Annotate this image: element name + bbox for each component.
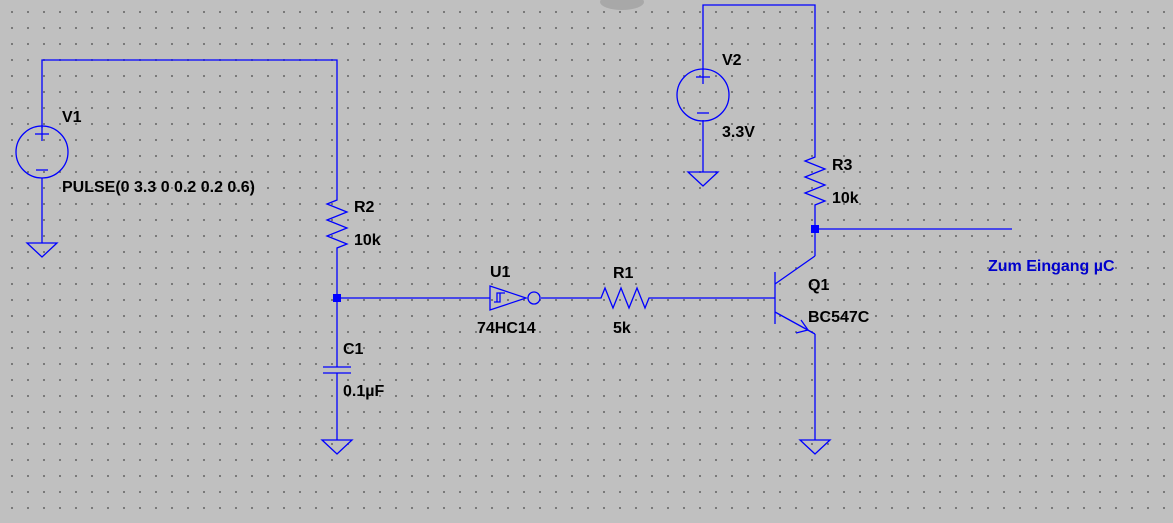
r2-name[interactable]: R2 xyxy=(354,199,375,216)
inversion-bubble-icon xyxy=(527,291,541,305)
resistor-r3[interactable] xyxy=(803,152,827,208)
r1-value[interactable]: 5k xyxy=(613,320,631,337)
cursor-shadow xyxy=(600,0,644,10)
schmitt-trigger-icon xyxy=(494,292,505,303)
net-label-output[interactable]: Zum Eingang µC xyxy=(988,258,1115,275)
wires xyxy=(41,4,1012,440)
wire-v1-r2[interactable] xyxy=(41,59,338,195)
collector-lead xyxy=(774,255,816,285)
transistor-q1[interactable] xyxy=(774,248,816,340)
ground-icon xyxy=(320,439,354,455)
capacitor-c1[interactable] xyxy=(323,366,351,374)
source-circle-icon xyxy=(15,125,69,179)
junction-collector-node xyxy=(811,225,819,233)
junction-rc-node xyxy=(333,294,341,302)
source-circle-icon xyxy=(676,68,730,122)
inverter-u1[interactable] xyxy=(489,285,541,311)
r3-name[interactable]: R3 xyxy=(832,157,853,174)
q1-value[interactable]: BC547C xyxy=(808,309,870,326)
ground-icon xyxy=(798,439,832,455)
u1-value[interactable]: 74HC14 xyxy=(477,320,536,337)
wire-v2-r3[interactable] xyxy=(702,4,816,152)
v2-name[interactable]: V2 xyxy=(722,52,742,69)
voltage-source-v2[interactable] xyxy=(676,68,730,122)
ground-icon xyxy=(25,242,59,258)
r2-value[interactable]: 10k xyxy=(354,232,381,249)
ground-icon xyxy=(686,171,720,187)
voltage-source-v1[interactable] xyxy=(15,125,69,179)
r3-value[interactable]: 10k xyxy=(832,190,859,207)
c1-value[interactable]: 0.1µF xyxy=(343,383,384,400)
buffer-triangle-icon xyxy=(489,285,529,311)
emitter-arrow-icon xyxy=(795,319,810,334)
v1-name[interactable]: V1 xyxy=(62,109,82,126)
r1-name[interactable]: R1 xyxy=(613,265,634,282)
v2-value[interactable]: 3.3V xyxy=(722,124,755,141)
q1-name[interactable]: Q1 xyxy=(808,277,829,294)
v1-value[interactable]: PULSE(0 3.3 0 0.2 0.2 0.6) xyxy=(62,179,255,196)
c1-name[interactable]: C1 xyxy=(343,341,364,358)
resistor-r2[interactable] xyxy=(325,195,349,252)
resistor-r1[interactable] xyxy=(596,286,654,310)
u1-name[interactable]: U1 xyxy=(490,264,511,281)
